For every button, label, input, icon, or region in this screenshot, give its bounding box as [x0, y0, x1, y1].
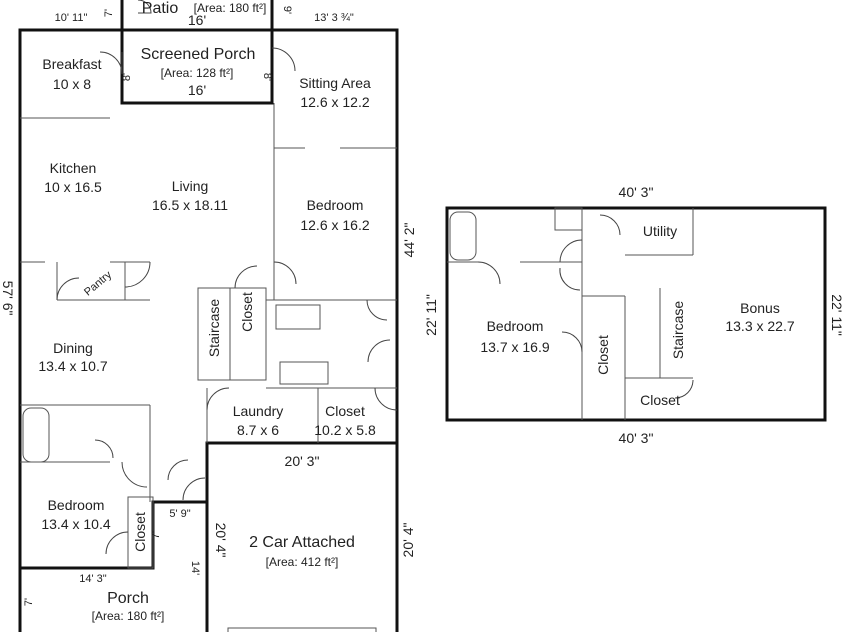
bonus-size: 13.3 x 22.7 — [725, 318, 794, 334]
dining-label: Dining — [53, 340, 93, 356]
screened-porch-area: [Area: 128 ft²] — [161, 66, 234, 80]
porch-side-dim: 14' — [189, 561, 201, 575]
upper-right-dim: 22' 11" — [829, 294, 843, 336]
kitchen-size: 10 x 16.5 — [44, 179, 102, 195]
pantry-label: Pantry — [82, 269, 114, 299]
patio-label: Patio — [142, 0, 179, 17]
top-dim-right: 13' 3 ¾" — [314, 12, 354, 24]
top-dim-left: 10' 11" — [55, 12, 88, 24]
patio-width: 16' — [188, 12, 206, 28]
closet-bedroom-label: Closet — [132, 512, 148, 552]
screened-porch-label: Screened Porch — [141, 46, 256, 63]
upper-left-dim: 22' 11" — [423, 294, 439, 336]
staircase-label: Staircase — [206, 299, 222, 358]
entry-depth-dim: 7' — [150, 531, 162, 539]
upper-bottom-dim: 40' 3" — [619, 430, 654, 446]
breakfast-label: Breakfast — [42, 56, 101, 72]
bonus-label: Bonus — [740, 300, 780, 316]
main-floor-walls — [18, 0, 399, 632]
closet-laundry-size: 10.2 x 5.8 — [314, 422, 376, 438]
breakfast-size: 10 x 8 — [53, 76, 91, 92]
porch-width-dim: 14' 3" — [79, 573, 107, 585]
porch-depth-dim: 7' — [23, 598, 35, 606]
garage-top-dim: 20' 3" — [285, 453, 320, 469]
main-left-dim: 57' 6" — [0, 281, 16, 316]
living-label: Living — [172, 178, 209, 194]
screened-porch-right-dim: 8' — [261, 73, 273, 81]
closet-laundry-label: Closet — [325, 403, 365, 419]
screened-porch-width: 16' — [188, 82, 206, 98]
garage-label: 2 Car Attached — [249, 534, 355, 551]
utility-label: Utility — [643, 223, 677, 239]
garage-area: [Area: 412 ft²] — [266, 555, 339, 569]
bedroom-left-size: 13.4 x 10.4 — [41, 516, 110, 532]
garage-left-dim: 20' 4" — [213, 523, 229, 558]
patio-area: [Area: 180 ft²] — [194, 1, 267, 15]
upper-closet-left-label: Closet — [595, 335, 611, 375]
upper-top-dim: 40' 3" — [619, 184, 654, 200]
bedroom-right-label: Bedroom — [307, 197, 364, 213]
upper-staircase-label: Staircase — [670, 301, 686, 360]
entry-width-dim: 5' 9" — [169, 508, 190, 520]
bedroom-left-label: Bedroom — [48, 497, 105, 513]
screened-porch-left-dim: 8' — [121, 73, 133, 81]
porch-area: [Area: 180 ft²] — [92, 609, 165, 623]
laundry-size: 8.7 x 6 — [237, 422, 279, 438]
dining-size: 13.4 x 10.7 — [38, 358, 107, 374]
main-right-dim: 44' 2" — [401, 223, 417, 258]
patio-right-dim: 9' — [281, 6, 293, 14]
upper-closet-bottom-label: Closet — [640, 392, 680, 408]
living-size: 16.5 x 18.11 — [152, 197, 228, 213]
sitting-area-size: 12.6 x 12.2 — [300, 94, 369, 110]
patio-left-dim: 7' — [103, 9, 115, 17]
upper-bedroom-label: Bedroom — [487, 318, 544, 334]
upper-bedroom-size: 13.7 x 16.9 — [480, 339, 549, 355]
bedroom-right-size: 12.6 x 16.2 — [300, 217, 369, 233]
closet-stair-label: Closet — [239, 292, 255, 332]
garage-right-dim: 20' 4" — [400, 523, 416, 558]
laundry-label: Laundry — [233, 403, 284, 419]
upper-floor-walls — [445, 206, 827, 422]
kitchen-label: Kitchen — [50, 160, 97, 176]
sitting-area-label: Sitting Area — [299, 75, 371, 91]
porch-label: Porch — [107, 590, 149, 607]
